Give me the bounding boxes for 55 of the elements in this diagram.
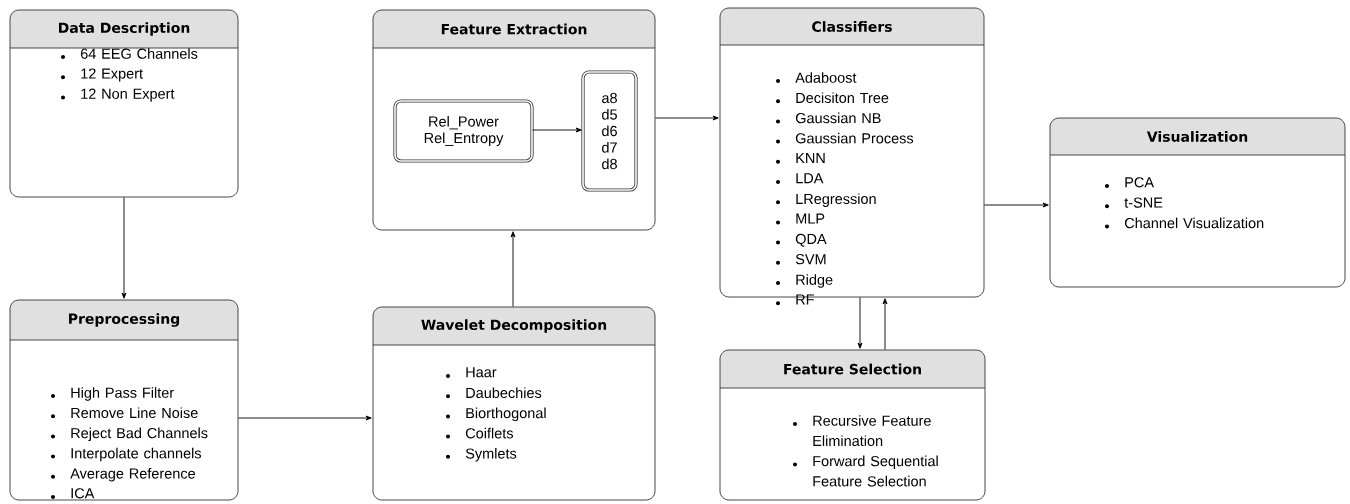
bullet-item: Recursive Feature Elimination: [793, 415, 931, 447]
arrow: [655, 115, 719, 121]
bullet-item: 64 EEG Channels: [61, 48, 198, 59]
bullet-item: Ridge: [776, 274, 833, 288]
bullet-item: Channel Visualization: [1105, 217, 1264, 229]
arrow: [238, 415, 372, 421]
bullet-item: Average Reference: [51, 468, 195, 482]
panel-box: [1049, 117, 1346, 288]
panel-box: [9, 9, 239, 198]
bullet-item: Biorthogonal: [446, 407, 546, 422]
panel-box: [9, 299, 239, 501]
arrow: [121, 197, 127, 299]
panel-box: [719, 7, 985, 306]
bullet-item: ICA: [51, 488, 95, 499]
arrow: [857, 297, 863, 349]
panel-heading: Classifiers: [812, 21, 892, 32]
panel-heading: Feature Extraction: [441, 23, 587, 35]
panel-heading: Preprocessing: [69, 313, 180, 327]
bullet-item: Daubechies: [446, 387, 542, 399]
feature-box: a8 d5 d6 d7 d8: [581, 70, 638, 192]
bullet-item: MLP: [776, 213, 825, 225]
bullet-item: Gaussian Process: [776, 132, 914, 144]
bullet-item: LDA: [776, 173, 824, 184]
panel-heading: Wavelet Decomposition: [421, 319, 607, 333]
arrow: [510, 231, 516, 307]
bullet-item: t-SNE: [1105, 197, 1163, 209]
bullet-item: Gaussian NB: [776, 112, 881, 124]
bullet-item: Interpolate channels: [51, 447, 202, 462]
bullet-item: Adaboost: [776, 72, 857, 83]
panel-box: [372, 9, 656, 231]
panel-heading: Data Description: [58, 22, 190, 36]
panel-heading: Visualization: [1146, 131, 1248, 142]
bullet-item: Haar: [446, 367, 497, 378]
bullet-item: 12 Non Expert: [61, 88, 175, 102]
arrow: [531, 127, 582, 133]
bullet-item: Symlets: [446, 448, 517, 462]
bullet-item: KNN: [776, 153, 825, 164]
bullet-item: Coiflets: [446, 427, 514, 439]
bullet-item: LRegression: [776, 193, 876, 207]
bullet-item: Decisiton Tree: [776, 92, 889, 104]
bullet-item: Reject Bad Channels: [51, 427, 208, 442]
panel-box: [719, 349, 986, 501]
bullet-item: RF: [776, 294, 814, 306]
bullet-item: Forward Sequential Feature Selection: [793, 455, 938, 487]
arrow: [984, 202, 1049, 208]
arrow: [882, 298, 888, 350]
bullet-item: SVM: [776, 254, 826, 265]
bullet-item: 12 Expert: [61, 68, 143, 82]
bullet-item: High Pass Filter: [51, 387, 174, 401]
feature-box: Rel_Power Rel_Entropy: [393, 99, 534, 163]
bullet-item: PCA: [1105, 177, 1154, 188]
bullet-item: Remove Line Noise: [51, 407, 198, 419]
panel-heading: Feature Selection: [784, 363, 921, 375]
panel-box: [372, 306, 656, 501]
bullet-item: QDA: [776, 233, 827, 247]
